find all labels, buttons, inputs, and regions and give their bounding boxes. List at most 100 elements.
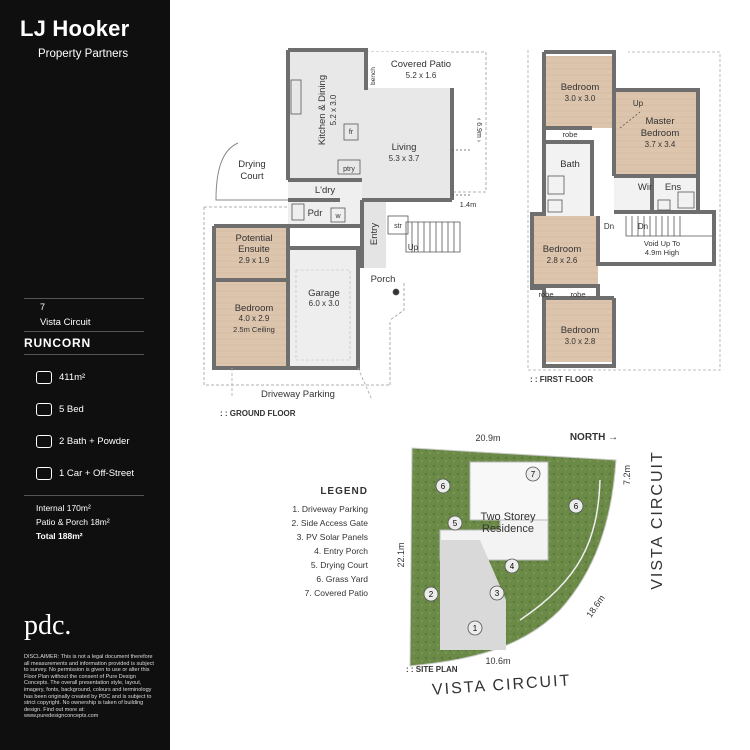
bed3-floor xyxy=(546,298,612,362)
pdc-logo: pdc. xyxy=(24,610,72,641)
kitchen-label: Kitchen & Dining xyxy=(317,75,328,145)
bed1-floor xyxy=(546,56,614,128)
washer xyxy=(330,207,346,223)
bed-icon xyxy=(36,403,52,416)
area-internal: Internal 170m² xyxy=(36,503,91,513)
pantry-label: ptry xyxy=(343,166,355,173)
legend-item: 5. Drying Court xyxy=(311,560,369,570)
marker-1: 1 xyxy=(473,624,478,633)
ensuite-label-2: Ensuite xyxy=(238,244,270,255)
entry-label: Entry xyxy=(369,223,380,245)
master-label: Master xyxy=(645,116,674,127)
dim-top: 20.9m xyxy=(475,433,500,443)
legend-item: 6. Grass Yard xyxy=(316,574,368,584)
wir-ens-floor xyxy=(614,176,696,212)
void-label-2: 4.9m High xyxy=(645,248,679,257)
brand-subtitle: Property Partners xyxy=(38,48,129,60)
wir-label: Wir xyxy=(638,182,652,193)
dim-6-9m: ‹ 6.9m › xyxy=(475,118,482,143)
dim-bottom: 10.6m xyxy=(485,656,510,666)
washer-label: w xyxy=(334,213,341,220)
legend-item: 2. Side Access Gate xyxy=(291,518,368,528)
master-floor xyxy=(614,90,696,176)
drying-court-label-2: Court xyxy=(240,171,264,182)
master-up-label: Up xyxy=(633,99,644,108)
ground-bedroom-dim: 4.0 x 2.9 xyxy=(239,314,270,323)
drying-court-label: Drying xyxy=(238,159,265,170)
dn-label-2: Dn xyxy=(638,222,648,231)
first-bed1-label: Bedroom xyxy=(561,82,600,93)
disclaimer: DISCLAIMER: This is not a legal document… xyxy=(24,654,154,720)
ground-fixtures xyxy=(290,79,470,296)
bath-icon xyxy=(36,435,52,448)
ens-label: Ens xyxy=(665,182,682,193)
pantry xyxy=(337,159,361,175)
dim-right: 7.2m xyxy=(622,465,632,485)
first-floor-title: : : FIRST FLOOR xyxy=(530,375,593,384)
covered-patio-floor xyxy=(366,52,450,88)
north-arrow: NORTH → xyxy=(570,432,618,443)
ensuite-dim: 2.9 x 1.9 xyxy=(239,256,270,265)
storage-label: str xyxy=(394,223,402,230)
stat-bed: 5 Bed xyxy=(59,404,84,415)
residence-label: Two Storey xyxy=(480,511,536,523)
divider xyxy=(24,495,144,496)
driveway-slab xyxy=(440,540,506,650)
kitchen-sink-bench xyxy=(290,79,302,115)
bench-label: bench xyxy=(370,67,377,85)
powder-label: Pdr xyxy=(308,208,323,219)
car-space xyxy=(295,269,351,361)
first-walls xyxy=(530,50,716,368)
robe-label-1: robe xyxy=(562,130,577,139)
car-icon xyxy=(36,467,52,480)
porch-label: Porch xyxy=(371,274,396,285)
master-label-2: Bedroom xyxy=(641,128,680,139)
void-floor xyxy=(598,212,712,264)
first-fixtures xyxy=(547,111,712,237)
storage xyxy=(387,215,409,235)
marker-7: 7 xyxy=(531,470,536,479)
area-total: Total 188m² xyxy=(36,531,83,541)
marker-2: 2 xyxy=(429,590,434,599)
driveway-line xyxy=(231,367,373,401)
robe-label-3: robe xyxy=(570,290,585,299)
brand-name: LJ Hooker xyxy=(20,16,130,41)
suburb-name: RUNCORN xyxy=(24,336,91,350)
first-bed2-dim: 2.8 x 2.6 xyxy=(547,256,578,265)
entry-floor xyxy=(362,200,386,268)
ground-floor-plan: Covered Patio 5.2 x 1.6 bench Kitchen & … xyxy=(203,48,487,418)
ground-walls xyxy=(212,48,454,370)
robe-label-2: robe xyxy=(538,290,553,299)
garden-edge xyxy=(519,479,601,621)
ensuite-floor xyxy=(216,228,288,280)
first-bed3-label: Bedroom xyxy=(561,325,600,336)
shower xyxy=(547,175,565,195)
marker-6b: 6 xyxy=(574,502,579,511)
legend-item: 3. PV Solar Panels xyxy=(297,532,368,542)
site-plan-title: : : SITE PLAN xyxy=(406,665,458,674)
fridge-label: fr xyxy=(349,129,354,136)
legend-item: 7. Covered Patio xyxy=(305,588,369,598)
bath-floor xyxy=(546,142,592,216)
marker-3: 3 xyxy=(495,589,500,598)
ground-bedroom-label: Bedroom xyxy=(235,303,274,314)
drying-court-outline xyxy=(215,142,288,201)
first-boundary-line xyxy=(527,50,721,371)
living-label: Living xyxy=(392,142,417,153)
residence-label-2: Residence xyxy=(482,523,534,535)
garage-label: Garage xyxy=(308,288,340,299)
garage-floor xyxy=(288,248,358,366)
fridge xyxy=(343,123,359,141)
ensuite-label: Potential xyxy=(236,233,273,244)
stairs-up-label: Up xyxy=(408,243,419,252)
first-stairs xyxy=(625,216,712,237)
dim-diag: 18.6m xyxy=(584,593,607,619)
living-dim: 5.3 x 3.7 xyxy=(389,154,420,163)
bath-toilet xyxy=(547,199,563,213)
living-floor xyxy=(362,88,452,200)
dn-label-1: Dn xyxy=(604,222,614,231)
powder-toilet xyxy=(291,203,305,221)
first-bed3-dim: 3.0 x 2.8 xyxy=(565,337,596,346)
site-markers: 1 2 3 4 5 6 6 7 xyxy=(423,466,584,636)
